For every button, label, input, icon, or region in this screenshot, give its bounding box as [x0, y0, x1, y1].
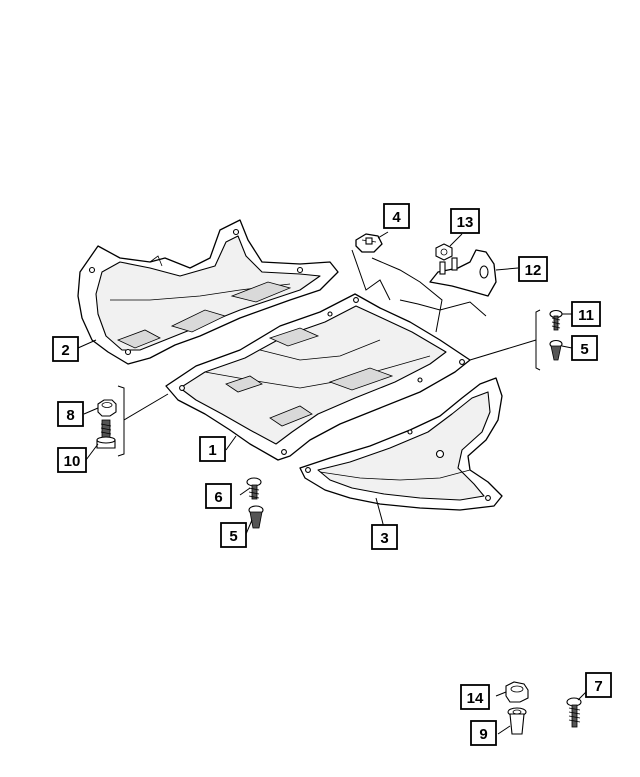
nut-13: [435, 243, 453, 261]
callout-2-label: 2: [61, 342, 69, 359]
screw-7: [566, 697, 582, 728]
main-skid-plate: [165, 293, 471, 461]
screw-11: [549, 309, 563, 331]
callout-3: 3: [371, 524, 398, 550]
bolt-10: [96, 419, 116, 449]
callout-4-label: 4: [392, 209, 401, 226]
callout-7: 7: [585, 672, 612, 698]
callout-5-right: 5: [571, 335, 598, 361]
callout-9-label: 9: [479, 726, 487, 743]
callout-11: 11: [571, 301, 601, 327]
callout-7-label: 7: [594, 678, 602, 695]
callout-5-center: 5: [220, 522, 247, 548]
callout-5-right-label: 5: [580, 341, 588, 358]
push-pin-5-center: [248, 505, 264, 529]
callout-12-label: 12: [525, 262, 542, 279]
callout-8: 8: [57, 401, 84, 427]
right-splash-shield: [299, 377, 503, 511]
callout-1-label: 1: [208, 442, 216, 459]
callout-10: 10: [57, 447, 87, 473]
callout-5-center-label: 5: [229, 528, 237, 545]
callout-14: 14: [460, 684, 490, 710]
callout-6: 6: [205, 483, 232, 509]
leader-lines: [77, 231, 587, 735]
callout-2: 2: [52, 336, 79, 362]
nut-14: [505, 681, 529, 703]
callout-13-label: 13: [457, 214, 474, 231]
callout-9: 9: [470, 720, 497, 746]
callout-10-label: 10: [64, 453, 81, 470]
callout-11-label: 11: [578, 307, 594, 324]
rivet-nut-9: [507, 707, 527, 735]
clip-nut: [355, 233, 383, 253]
callout-4: 4: [383, 203, 410, 229]
callout-1: 1: [199, 436, 226, 462]
push-pin-5-right: [549, 339, 563, 361]
nut-8: [97, 399, 117, 417]
callout-8-label: 8: [66, 407, 74, 424]
callout-12: 12: [518, 256, 548, 282]
left-splash-shield: [77, 219, 339, 365]
callout-6-label: 6: [214, 489, 222, 506]
callout-13: 13: [450, 208, 480, 234]
callout-3-label: 3: [380, 530, 388, 547]
callout-14-label: 14: [467, 690, 484, 707]
screw-6: [246, 477, 262, 500]
bracket: [429, 249, 497, 297]
